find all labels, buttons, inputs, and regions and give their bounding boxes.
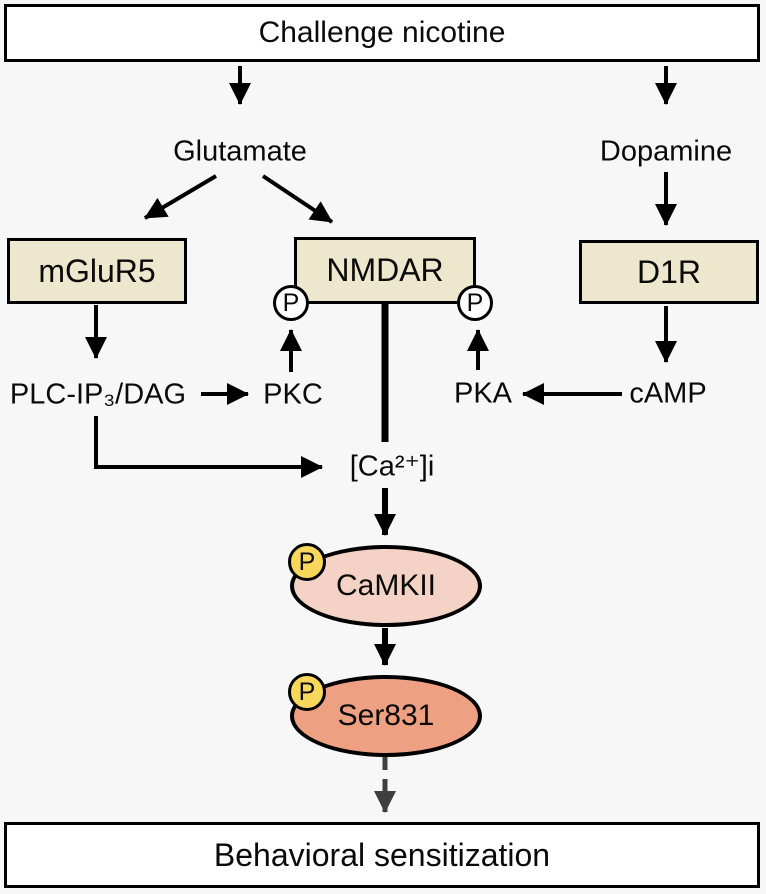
calcium-label: [Ca²⁺]i xyxy=(349,450,435,483)
plc-ip3-dag-label: PLC-IP₃/DAG xyxy=(9,378,187,411)
arrow-glutamate-to-mglur5 xyxy=(143,174,218,220)
mglur5-box: mGluR5 xyxy=(7,238,187,304)
d1r-label: D1R xyxy=(636,253,701,290)
nmdar-label: NMDAR xyxy=(326,252,444,288)
challenge-nicotine-label: Challenge nicotine xyxy=(258,16,506,49)
camp-label: cAMP xyxy=(629,377,707,410)
pkc-label: PKC xyxy=(263,378,323,411)
phospho-label: P xyxy=(466,288,484,317)
d1r-box: D1R xyxy=(579,240,759,304)
glutamate-label: Glutamate xyxy=(173,135,307,168)
nmdar-box: NMDAR xyxy=(294,237,476,304)
mglur5-label: mGluR5 xyxy=(38,252,156,289)
ser831-label: Ser831 xyxy=(337,699,435,732)
nmdar-phospho-circle-right: P xyxy=(457,285,493,321)
nmdar-phospho-circle-left: P xyxy=(273,285,309,321)
phospho-label: P xyxy=(282,288,300,317)
phospho-label: P xyxy=(298,547,316,576)
camkii-label: CaMKII xyxy=(335,569,437,602)
arrow-glutamate-to-nmdar xyxy=(261,174,334,224)
ser831-phospho-badge: P xyxy=(288,673,326,711)
behavioral-sensitization-box: Behavioral sensitization xyxy=(4,822,760,888)
challenge-nicotine-box: Challenge nicotine xyxy=(4,4,760,62)
behavioral-sensitization-label: Behavioral sensitization xyxy=(213,836,551,873)
camkii-phospho-badge: P xyxy=(288,543,326,581)
dopamine-label: Dopamine xyxy=(599,135,733,168)
phospho-label: P xyxy=(298,677,316,706)
pka-label: PKA xyxy=(453,377,513,410)
arrow-plc-to-calcium-elbow xyxy=(94,416,323,478)
